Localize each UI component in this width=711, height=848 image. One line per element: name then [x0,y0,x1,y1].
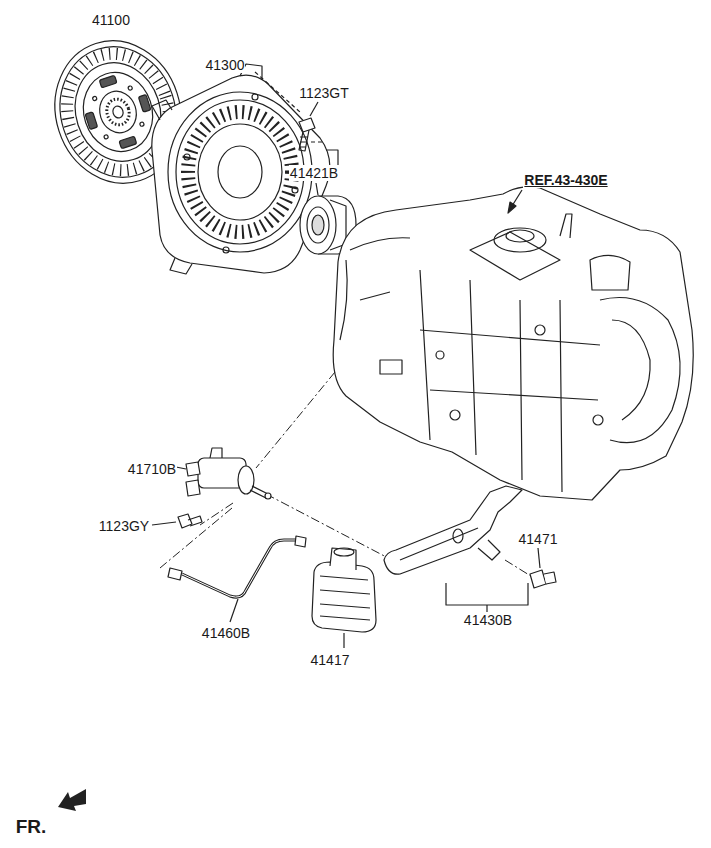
reference-label: REF.43-430E [523,172,608,188]
bolt [255,72,322,151]
callout-number: 41471 [518,531,559,547]
assembly-lines [160,372,534,578]
callout-number: 1123GY [98,518,150,534]
release-fork [384,486,528,612]
callout-number: 41300 [205,57,246,73]
pivot-bolt [530,548,556,588]
slave-cylinder [176,448,271,499]
clutch-pipe [168,536,306,622]
callout-number: 41710B [127,461,177,477]
callout-number: 41460B [201,625,251,641]
ref-arrow [508,190,522,213]
transmission-case [333,187,693,500]
callout-number: 41430B [463,612,513,628]
front-arrow [58,789,86,811]
dust-boot [312,548,376,648]
callout-number: 41421B [289,165,339,181]
bolt [152,514,202,528]
callout-number: 41417 [310,652,351,668]
callout-number: 41100 [91,12,131,28]
callout-number: 1123GT [298,85,350,101]
direction-label: FR. [15,816,48,837]
